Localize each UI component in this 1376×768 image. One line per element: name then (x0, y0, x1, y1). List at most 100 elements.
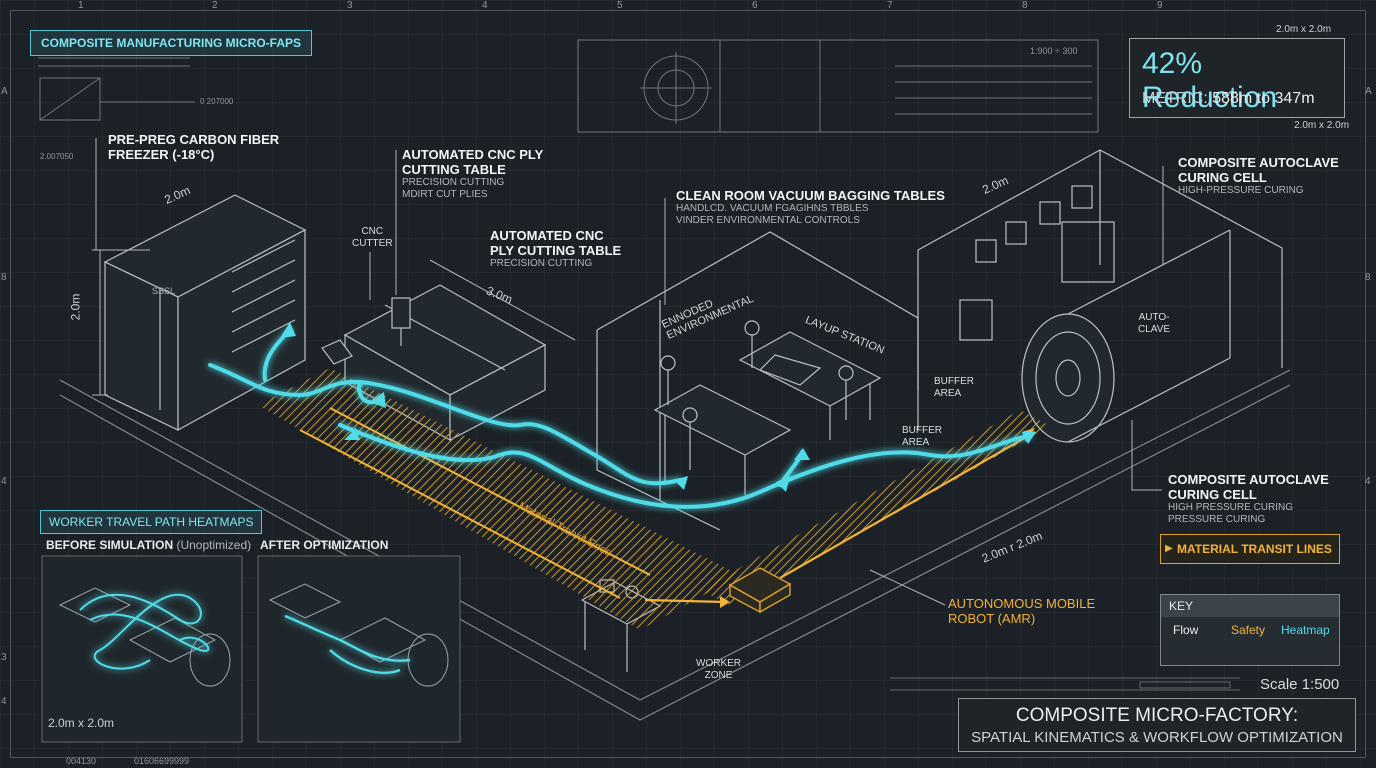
ruler-top-7: 7 (887, 0, 893, 11)
autoclave-top-title-1: COMPOSITE AUTOCLAVE (1178, 155, 1339, 170)
autoclave-bottom-sub-2: PRESSURE CURING (1168, 514, 1266, 525)
ruler-top-9: 9 (1157, 0, 1163, 11)
ruler-left-8: 8 (1, 272, 7, 283)
freezer-unit (103, 194, 307, 432)
buffer2-line1: BUFFER (902, 425, 942, 436)
reduction-metric: METRIC: 588m to 347m (1142, 90, 1315, 108)
reduction-dim-bottom: 2.0m x 2.0m (1294, 120, 1350, 131)
worker-zone-line2: ZONE (704, 670, 733, 681)
key-title: KEY (1169, 599, 1194, 613)
buffer1-line2: AREA (934, 388, 962, 399)
floor-slab (59, 369, 1291, 721)
ruler-top-3: 3 (347, 0, 353, 11)
ruler-left-a: A (1, 86, 8, 97)
cleanroom-callout: CLEAN ROOM VACUUM BAGGING TABLES HANDLCD… (676, 188, 945, 227)
buffer2-line2: AREA (902, 437, 930, 448)
title-line2: SPATIAL KINEMATICS & WORKFLOW OPTIMIZATI… (971, 729, 1343, 746)
cnc-mid-sub: PRECISION CUTTING (490, 258, 593, 269)
freezer-tag: SSSL (152, 286, 176, 296)
autoclave-top-sub: HIGH-PRESSURE CURING (1178, 185, 1304, 196)
after-label: AFTER OPTIMIZATION (260, 538, 389, 552)
key-heatmap-label: Heatmap (1281, 623, 1330, 637)
autoclave-bottom-title-1: COMPOSITE AUTOCLAVE (1168, 472, 1329, 487)
code-b: 2.007050 (40, 152, 74, 161)
buffer-area-1: BUFFER AREA (934, 376, 974, 400)
autoclave-label: AUTO- CLAVE (1138, 312, 1170, 336)
callout-leaders (92, 138, 1164, 606)
metric-prefix: METRIC: (1142, 90, 1208, 107)
autoclave-top-callout: COMPOSITE AUTOCLAVE CURING CELL HIGH-PRE… (1178, 155, 1339, 197)
cleanroom-sub-2: VINDER ENVIRONMENTAL CONTROLS (676, 215, 860, 226)
header-tech-lines (38, 39, 1099, 133)
autoclave-bottom-sub-1: HIGH PRESSURE CURING (1168, 502, 1294, 513)
ruler-right-8: 8 (1365, 272, 1371, 283)
safety-lanes (258, 368, 1050, 630)
ruler-top-4: 4 (482, 0, 488, 11)
reduction-title: 42% Reduction (1142, 47, 1278, 114)
material-transit-text: MATERIAL TRANSIT LINES (1177, 542, 1332, 556)
ruler-top-2: 2 (212, 0, 218, 11)
dim-2m-b: 2.0m (68, 293, 83, 321)
cnc-top-title-1: AUTOMATED CNC PLY (402, 147, 544, 162)
cleanroom (596, 231, 919, 531)
cnc-cutter-label: CNC CUTTER (352, 226, 393, 250)
ruler-top-1: 1 (78, 0, 84, 11)
cnc-top-callout: AUTOMATED CNC PLY CUTTING TABLE PRECISIO… (402, 147, 543, 201)
legend-key: KEY Flow Safety Heatmap (1160, 594, 1340, 666)
autoclave-bottom-callout: COMPOSITE AUTOCLAVE CURING CELL HIGH PRE… (1168, 472, 1329, 526)
bottom-strip-lines (890, 677, 1240, 691)
cleanroom-title: CLEAN ROOM VACUUM BAGGING TABLES (676, 188, 945, 203)
metric-value: 588m to 347m (1212, 90, 1315, 107)
autoclave-line2: CLAVE (1138, 324, 1171, 335)
code-a: 0 207000 (200, 97, 234, 106)
before-label-suffix: (Unoptimized) (176, 538, 252, 552)
ruler-top-8: 8 (1022, 0, 1028, 11)
cleanroom-sub-1: HANDLCD. VACUUM FGAGIHNS TBBLES (676, 203, 869, 214)
autoclave-line1: AUTO- (1138, 312, 1170, 323)
autoclave-bottom-title-2: CURING CELL (1168, 487, 1257, 502)
cnc-mid-callout: AUTOMATED CNC PLY CUTTING TABLE PRECISIO… (490, 228, 621, 270)
cnc-cutter-line2: CUTTER (352, 238, 393, 249)
freezer-label-line2: FREEZER (-18°C) (108, 147, 215, 162)
key-flow-label: Flow (1173, 623, 1199, 637)
freezer-label: PRE-PREG CARBON FIBER FREEZER (-18°C) (108, 132, 279, 162)
title-block: COMPOSITE MICRO-FACTORY: SPATIAL KINEMAT… (958, 698, 1356, 752)
heatmap-dim: 2.0m x 2.0m (48, 716, 115, 730)
amr-label: AUTONOMOUS MOBILE ROBOT (AMR) (948, 596, 1095, 626)
ruler-right-a: A (1365, 86, 1372, 97)
cnc-top-sub-1: PRECISION CUTTING (402, 177, 505, 188)
ruler-left-4: 4 (1, 476, 7, 487)
before-heatmap-art (41, 555, 243, 743)
ruler-right-4: 4 (1365, 476, 1371, 487)
autoclave-top-title-2: CURING CELL (1178, 170, 1267, 185)
cnc-cutter-line1: CNC (361, 226, 384, 237)
title-line1: COMPOSITE MICRO-FACTORY: (1015, 705, 1299, 726)
drawing-frame (10, 10, 1366, 758)
worker-zone-label: WORKER ZONE (696, 658, 741, 682)
scale-label: Scale 1:500 (1260, 676, 1340, 693)
footer-code-1: 004130 (66, 756, 97, 766)
amr-robot (728, 567, 792, 614)
reduction-box: 42% Reduction METRIC: 588m to 347m (1129, 38, 1345, 118)
ruler-left-4b: 4 (1, 696, 7, 707)
before-label: BEFORE SIMULATION (Unoptimized) (46, 538, 251, 552)
heatmap-path (208, 328, 1032, 509)
material-transit-tag: ▶ MATERIAL TRANSIT LINES (1160, 534, 1340, 564)
key-safety-label: Safety (1231, 623, 1266, 637)
freezer-label-line1: PRE-PREG CARBON FIBER (108, 132, 280, 147)
key-header: KEY (1161, 595, 1339, 617)
cnc-mid-title-2: PLY CUTTING TABLE (490, 243, 622, 258)
cnc-top-sub-2: MDIRT CUT PLIES (402, 189, 488, 200)
cnc-mid-title-1: AUTOMATED CNC (490, 228, 604, 243)
ruler-top-5: 5 (617, 0, 623, 11)
worker-zone-line1: WORKER (696, 658, 741, 669)
scale-small: 1:900 ÷ 300 (1030, 46, 1078, 56)
buffer1-line1: BUFFER (934, 376, 974, 387)
ruler-left-3: 3 (1, 652, 7, 663)
heatmap-title: WORKER TRAVEL PATH HEATMAPS (40, 510, 263, 534)
cnc-top-title-2: CUTTING TABLE (402, 162, 506, 177)
amr-line2: ROBOT (AMR) (948, 611, 1036, 626)
footer-code-2: 01606699999 (134, 756, 190, 766)
reduction-dim-top: 2.0m x 2.0m (1276, 24, 1332, 35)
